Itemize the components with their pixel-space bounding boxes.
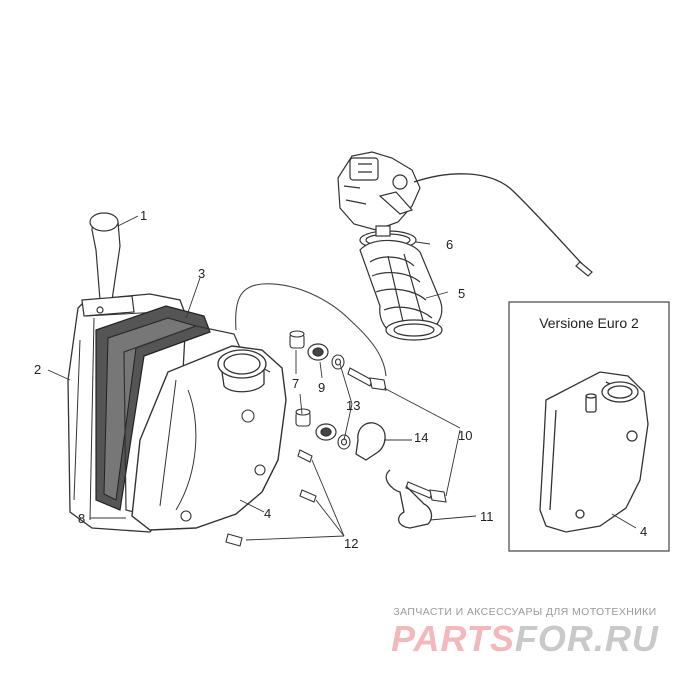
bolt (347, 367, 387, 391)
screw (299, 489, 317, 503)
callout-7: 7 (292, 376, 299, 391)
callout-9: 9 (318, 380, 325, 395)
callout-13: 13 (346, 398, 360, 413)
cable-clip (355, 422, 386, 461)
spacer (289, 330, 305, 349)
intake-manifold (359, 239, 443, 341)
callout-5: 5 (458, 286, 465, 301)
callout-10: 10 (458, 428, 472, 443)
callout-12: 12 (344, 536, 358, 551)
carburettor (337, 151, 421, 231)
snorkel (81, 212, 135, 317)
callout-6: 6 (446, 237, 453, 252)
screw (225, 533, 243, 547)
callout-4: 4 (264, 506, 271, 521)
screw (297, 449, 313, 463)
callout-11: 11 (480, 509, 494, 524)
breather-hose (235, 283, 387, 377)
watermark-tagline: ЗАПЧАСТИ И АКСЕССУАРЫ ДЛЯ МОТОТЕХНИКИ (393, 606, 657, 618)
cover-screw-hole (180, 510, 192, 522)
grommet (315, 423, 337, 441)
washer (337, 434, 351, 450)
watermark-logo-part1: PARTS (391, 618, 515, 659)
callout-3: 3 (198, 266, 205, 281)
callout-2: 2 (34, 362, 41, 377)
throttle-cable-end (575, 261, 593, 277)
cover-screw-hole (241, 409, 255, 423)
watermark-logo: PARTSFOR.RU (360, 618, 690, 660)
inset-title: Versione Euro 2 (539, 315, 639, 331)
callout-4-inset: 4 (640, 524, 647, 539)
grommet (307, 343, 329, 361)
spacer (295, 408, 311, 427)
washer (331, 354, 345, 370)
cover-screw-hole (254, 464, 266, 476)
callout-14: 14 (414, 430, 428, 445)
watermark-logo-part2: FOR.RU (514, 618, 659, 659)
filter-cover-outlet (217, 349, 267, 393)
inset-filter-cover (539, 371, 649, 533)
callout-1: 1 (140, 208, 147, 223)
throttle-cable (413, 173, 585, 267)
wire-clip (385, 469, 433, 529)
leader-lines (47, 215, 477, 541)
inset-leader-line (611, 513, 637, 529)
callout-8: 8 (78, 511, 85, 526)
